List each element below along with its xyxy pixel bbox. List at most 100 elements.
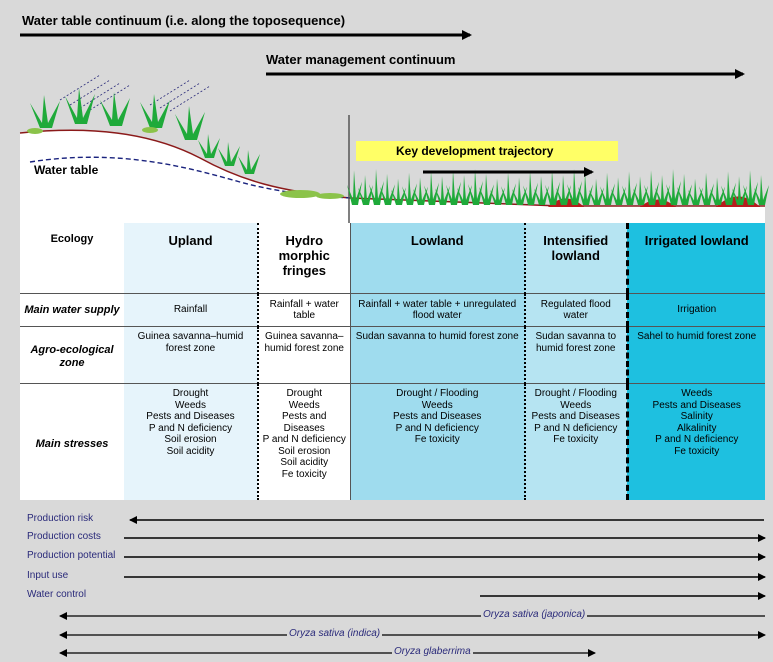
rice-plant-icon [358, 175, 373, 205]
rice-plant-icon [556, 175, 571, 205]
row-label-supply: Main water supply [20, 293, 124, 327]
rice-plant-icon [347, 170, 362, 205]
row-label-zone: Agro-ecological zone [20, 326, 124, 384]
stress-item: P and N deficiency [148, 422, 233, 434]
stress-item: Fe toxicity [281, 468, 327, 480]
col-head-irrigated: Irrigated lowland [625, 223, 765, 294]
stress-item: Drought / Flooding [396, 388, 479, 399]
rice-plant-icon [446, 170, 461, 205]
rice-plant-icon [611, 177, 626, 205]
water-management-continuum-title: Water management continuum [266, 52, 456, 67]
col-head-hydromorphic: Hydro morphic fringes [257, 223, 350, 294]
rice-plant-icon [644, 170, 659, 205]
rice-plant-icon [754, 175, 769, 205]
table-row-stress: Main stresses Drought Weeds Pests and Di… [20, 383, 765, 500]
rice-plant-icon [688, 178, 703, 206]
rice-plant-icon [666, 169, 681, 205]
row-label-stress: Main stresses [20, 383, 124, 500]
label-water-control: Water control [27, 589, 89, 600]
plant-group-upland [30, 88, 205, 140]
stress-item: Pests and Diseases [393, 411, 482, 422]
rice-plant-icon [402, 172, 417, 206]
stress-item: Drought [286, 388, 323, 399]
rice-plant-icon [468, 169, 483, 205]
col-head-upland: Upland [124, 223, 258, 294]
stress-item: Fe toxicity [553, 434, 599, 445]
rice-plant-icon [435, 176, 450, 205]
cell-zone-hydromorphic: Guinea savanna–humid forest zone [257, 326, 350, 384]
rice-plant-icon [600, 172, 615, 206]
stress-item: Soil acidity [280, 457, 329, 468]
label-glaberrima: Oryza glaberrima [392, 646, 473, 657]
stress-item: Fe toxicity [414, 434, 460, 445]
cell-zone-lowland: Sudan savanna to humid forest zone [349, 326, 525, 384]
cell-supply-irrigated: Irrigation [625, 293, 765, 327]
water-table-label: Water table [34, 163, 99, 177]
stress-item: Drought / Flooding [534, 388, 617, 399]
stress-item: Pests and Diseases [282, 411, 327, 434]
rice-plant-icon [622, 171, 637, 205]
rice-plant-icon [391, 178, 406, 206]
stress-item: Pests and Diseases [531, 411, 620, 422]
rice-plant-icon [523, 171, 538, 205]
label-production-costs: Production costs [27, 531, 103, 542]
stress-item: Pests and Diseases [652, 399, 741, 411]
label-indica: Oryza sativa (indica) [287, 628, 383, 639]
cell-zone-intensified: Sudan savanna to humid forest zone [524, 326, 627, 384]
stress-item: P and N deficiency [262, 434, 346, 445]
table-row-ecology: Ecology Upland Hydro morphic fringes Low… [20, 223, 765, 294]
rice-plant-icon [633, 176, 648, 205]
stress-item: P and N deficiency [395, 422, 479, 434]
stress-item: Weeds [421, 399, 453, 411]
cell-stress-hydromorphic: Drought Weeds Pests and Diseases P and N… [257, 383, 350, 500]
rice-plant-icon [545, 170, 560, 205]
stress-item: P and N deficiency [655, 434, 739, 445]
rice-plant-icon [479, 173, 494, 205]
cell-stress-upland: Drought Weeds Pests and Diseases P and N… [124, 383, 258, 500]
rice-plant-icon [677, 173, 692, 205]
ecology-table: Ecology Upland Hydro morphic fringes Low… [20, 223, 765, 500]
ground-fill [20, 130, 765, 223]
stress-item: Drought [172, 388, 209, 399]
stress-item: Soil erosion [278, 445, 331, 457]
cell-zone-irrigated: Sahel to humid forest zone [625, 326, 765, 384]
cell-zone-upland: Guinea savanna–humid forest zone [124, 326, 258, 384]
stress-item: Weeds [560, 399, 592, 411]
table-row-supply: Main water supply Rainfall Rainfall + wa… [20, 293, 765, 327]
stress-item: Weeds [288, 399, 320, 411]
rice-plant-icon [567, 169, 582, 205]
stress-item: Salinity [680, 411, 713, 422]
rice-plant-icon [578, 173, 593, 205]
cell-supply-hydromorphic: Rainfall + water table [257, 293, 350, 327]
rice-plant-icon [743, 170, 758, 205]
rice-plant-icon [380, 173, 395, 205]
rice-plant-icon [457, 175, 472, 205]
cell-stress-irrigated: Weeds Pests and Diseases Salinity Alkali… [625, 383, 765, 500]
plant-group-lowland [347, 169, 769, 206]
stress-item: Weeds [175, 399, 206, 411]
rice-plant-icon [655, 175, 670, 205]
stress-item: P and N deficiency [534, 422, 618, 434]
col-head-intensified: Intensified lowland [524, 223, 627, 294]
rain-streaks [59, 74, 211, 112]
stress-item: Alkalinity [677, 422, 717, 434]
rice-plant-icon [699, 172, 714, 206]
water-table-continuum-title: Water table continuum (i.e. along the to… [22, 13, 346, 28]
label-japonica: Oryza sativa (japonica) [481, 609, 588, 620]
row-label-ecology: Ecology [20, 223, 124, 294]
rice-plant-icon [369, 169, 384, 205]
label-input-use: Input use [27, 570, 71, 581]
col-head-lowland: Lowland [349, 223, 525, 294]
plant-group-fringe [198, 134, 260, 174]
stress-item: Weeds [681, 388, 713, 399]
stress-item: Pests and Diseases [146, 411, 235, 422]
key-trajectory-label: Key development trajectory [396, 144, 554, 158]
rice-plant-icon [512, 177, 527, 205]
cell-supply-lowland: Rainfall + water table + unregulated flo… [349, 293, 525, 327]
cell-stress-intensified: Drought / Flooding Weeds Pests and Disea… [524, 383, 627, 500]
stress-item: Soil acidity [166, 445, 215, 457]
rice-plant-icon [710, 177, 725, 205]
cell-supply-intensified: Regulated flood water [524, 293, 627, 327]
